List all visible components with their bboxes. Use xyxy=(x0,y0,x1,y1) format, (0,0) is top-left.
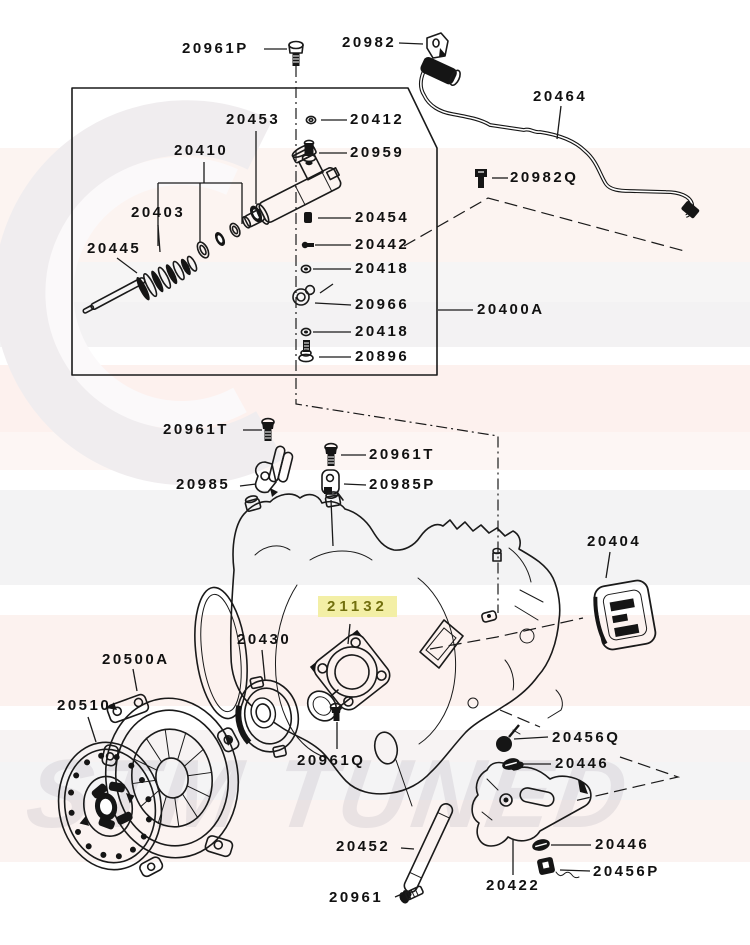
part-label-20456P: 20456P xyxy=(593,863,660,880)
part-label-20961T-left: 20961T xyxy=(163,421,229,438)
part-label-21132: 21132 xyxy=(318,596,397,617)
washer-icon-20412 xyxy=(305,115,317,125)
part-label-20464: 20464 xyxy=(533,88,588,105)
diaphragm-fingers xyxy=(131,728,213,828)
part-label-20961Q: 20961Q xyxy=(297,752,366,769)
part-label-20403: 20403 xyxy=(131,204,186,221)
clutch-disc-20510 xyxy=(57,741,163,871)
bolt-icon-20961 xyxy=(399,885,424,904)
bolt-icon-20961T-right xyxy=(324,442,338,466)
clip-reference-dashes xyxy=(403,197,689,253)
part-label-20985P: 20985P xyxy=(369,476,436,493)
part-label-20961T-right: 20961T xyxy=(369,446,435,463)
part-label-20453: 20453 xyxy=(226,111,281,128)
part-label-20959: 20959 xyxy=(350,144,405,161)
part-label-20412: 20412 xyxy=(350,111,405,128)
bearing-retainer-21132 xyxy=(306,629,391,722)
part-label-20422: 20422 xyxy=(486,877,541,894)
part-label-20430: 20430 xyxy=(237,631,292,648)
part-label-20446-lower: 20446 xyxy=(595,836,650,853)
part-label-20896: 20896 xyxy=(355,348,410,365)
part-label-20961P: 20961P xyxy=(182,40,249,57)
part-label-20442: 20442 xyxy=(355,236,410,253)
clip-icon-20982Q xyxy=(475,169,487,188)
bolt-icon-20961P xyxy=(288,40,304,66)
release-bearing-20430 xyxy=(235,676,300,758)
part-label-20982: 20982 xyxy=(342,34,397,51)
part-label-20418-lower: 20418 xyxy=(355,323,410,340)
piston-cup-kit-20410 xyxy=(196,222,241,259)
clip-icon-20982 xyxy=(426,32,449,59)
part-label-20400A: 20400A xyxy=(477,301,545,318)
pin-icon-20442 xyxy=(301,241,314,249)
mount-20404 xyxy=(593,579,657,651)
washer-icon-20418-upper xyxy=(300,264,312,274)
mount-reference-dashes xyxy=(429,617,584,650)
part-label-20410: 20410 xyxy=(174,142,229,159)
part-label-20456Q: 20456Q xyxy=(552,729,621,746)
part-label-20418-upper: 20418 xyxy=(355,260,410,277)
bolt-icon-20896 xyxy=(298,340,314,363)
valve-icon-20959 xyxy=(301,139,317,166)
part-label-20966: 20966 xyxy=(355,296,410,313)
part-label-20961: 20961 xyxy=(329,889,384,906)
part-label-20510: 20510 xyxy=(57,697,112,714)
spring-clip-icon-20456P xyxy=(537,857,580,879)
bracket-icon-20985 xyxy=(254,445,294,497)
part-label-20982Q: 20982Q xyxy=(510,169,579,186)
boot-spring-20403 xyxy=(136,255,198,301)
clutch-line-20464 xyxy=(418,56,700,219)
part-label-20452: 20452 xyxy=(336,838,391,855)
spring-seat-icon-20446-lower xyxy=(532,839,550,851)
master-cylinder-body xyxy=(241,143,342,229)
part-label-20446-upper: 20446 xyxy=(555,755,610,772)
release-fork-20422 xyxy=(471,761,592,847)
plug-icon-20454 xyxy=(304,212,312,223)
rod-20452 xyxy=(395,759,454,903)
bolt-icon-20961Q xyxy=(329,702,343,721)
part-label-20445: 20445 xyxy=(87,240,142,257)
union-icon-20966 xyxy=(292,283,334,306)
washer-icon-20418-lower xyxy=(300,327,312,337)
part-label-20500A: 20500A xyxy=(102,651,170,668)
push-rod-20445 xyxy=(82,277,146,314)
part-label-20985: 20985 xyxy=(176,476,231,493)
pressure-plate-20500A xyxy=(101,693,240,878)
part-label-20404: 20404 xyxy=(587,533,642,550)
bolt-icon-20961T-left xyxy=(261,417,275,441)
part-label-20454: 20454 xyxy=(355,209,410,226)
